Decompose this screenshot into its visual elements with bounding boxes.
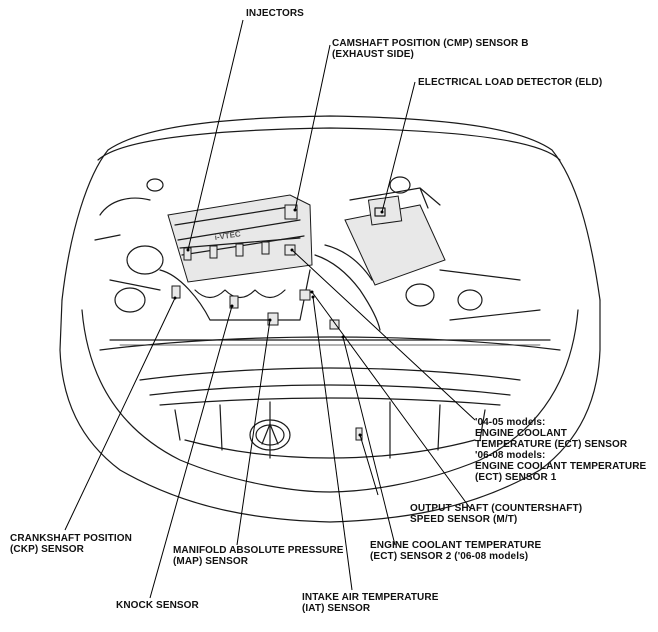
label-iat-sensor: INTAKE AIR TEMPERATURE (IAT) SENSOR [302, 592, 438, 614]
injector-rail [179, 237, 301, 261]
label-ect-line6: (ECT) SENSOR 1 [475, 472, 557, 483]
label-map-line1: MANIFOLD ABSOLUTE PRESSURE [173, 545, 344, 556]
front-grille [139, 367, 521, 459]
label-injectors: INJECTORS [246, 8, 304, 19]
label-ect-line1: '04-05 models: [475, 417, 546, 428]
radiator-support [99, 336, 561, 351]
label-oss-line1: OUTPUT SHAFT (COUNTERSHAFT) [410, 503, 583, 514]
label-ect-line4: '06-08 models: [475, 450, 546, 461]
label-oss-line2: SPEED SENSOR (M/T) [410, 514, 518, 525]
label-ect2-line1: ENGINE COOLANT TEMPERATURE [370, 540, 542, 551]
label-eld: ELECTRICAL LOAD DETECTOR (ELD) [418, 77, 602, 88]
right-components [299, 176, 541, 330]
label-iat-line1: INTAKE AIR TEMPERATURE [302, 592, 439, 603]
label-injectors-text: INJECTORS [246, 8, 304, 19]
fuse-box [367, 195, 403, 226]
label-ect-line2: ENGINE COOLANT [475, 428, 567, 439]
label-map-sensor: MANIFOLD ABSOLUTE PRESSURE (MAP) SENSOR [173, 545, 344, 567]
label-ect-line3: TEMPERATURE (ECT) SENSOR [475, 439, 628, 450]
label-eld-text: ELECTRICAL LOAD DETECTOR (ELD) [418, 77, 603, 88]
leader-lines [64, 19, 476, 599]
label-ect-sensor-2: ENGINE COOLANT TEMPERATURE (ECT) SENSOR … [370, 540, 541, 562]
acura-emblem [249, 419, 291, 451]
label-ckp-line1: CRANKSHAFT POSITION [10, 533, 132, 544]
label-map-line2: (MAP) SENSOR [173, 556, 249, 567]
label-knock-text: KNOCK SENSOR [116, 600, 199, 611]
label-cmp-sensor: CAMSHAFT POSITION (CMP) SENSOR B (EXHAUS… [332, 38, 529, 60]
label-iat-line2: (IAT) SENSOR [302, 603, 371, 614]
label-ckp-line2: (CKP) SENSOR [10, 544, 84, 555]
label-knock-sensor: KNOCK SENSOR [116, 600, 199, 611]
label-output-shaft-sensor: OUTPUT SHAFT (COUNTERSHAFT) SPEED SENSOR… [410, 503, 582, 525]
svg-text:i-VTEC: i-VTEC [214, 229, 241, 242]
label-ect2-line2: (ECT) SENSOR 2 ('06-08 models) [370, 551, 529, 562]
label-ckp-sensor: CRANKSHAFT POSITION (CKP) SENSOR [10, 533, 132, 555]
label-ect-line5: ENGINE COOLANT TEMPERATURE [475, 461, 647, 472]
label-cmp-line1: CAMSHAFT POSITION (CMP) SENSOR B [332, 38, 529, 49]
hood-outline [59, 115, 601, 523]
label-ect-sensor-1: '04-05 models: ENGINE COOLANT TEMPERATUR… [475, 417, 646, 483]
left-components [94, 178, 181, 313]
air-box [314, 187, 446, 331]
label-cmp-line2: (EXHAUST SIDE) [332, 49, 414, 60]
leader-dots [173, 208, 384, 437]
